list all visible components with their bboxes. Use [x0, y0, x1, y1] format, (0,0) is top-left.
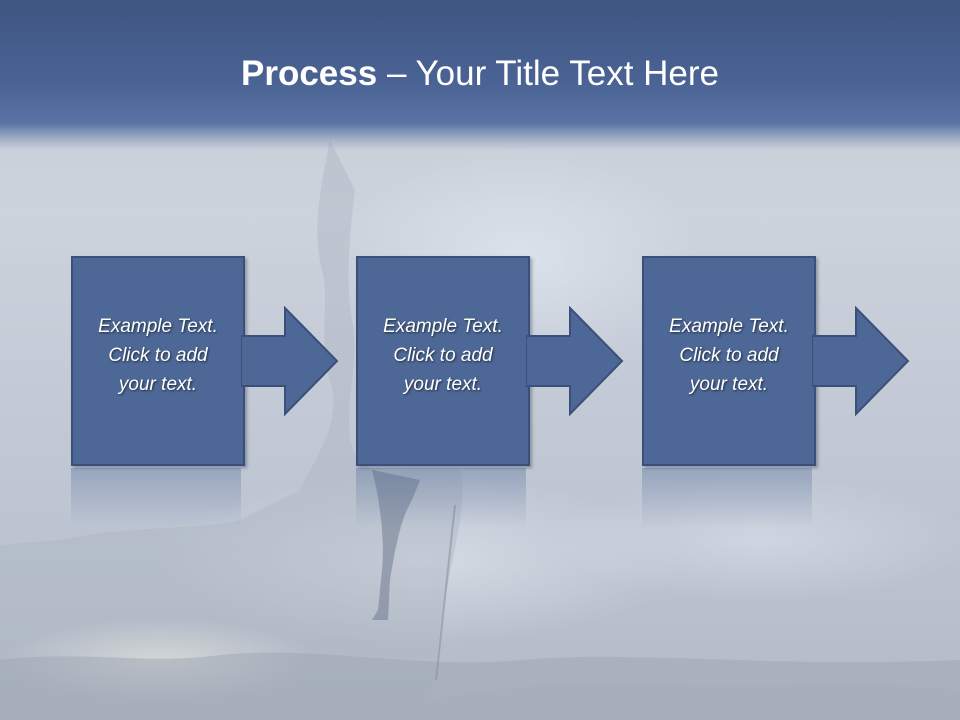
step-2-line-2: Click to add — [393, 344, 493, 366]
step-2-text: Example Text. Click to add your text. — [363, 312, 523, 399]
title-bold-part: Process — [241, 54, 378, 93]
process-step-2: Example Text. Click to add your text. — [356, 256, 626, 528]
step-3-line-3: your text. — [689, 373, 769, 395]
title-band — [0, 0, 960, 150]
step-1-line-1: Example Text. — [98, 315, 218, 337]
title-regular-part: – Your Title Text Here — [377, 54, 719, 93]
step-2-reflection — [356, 468, 526, 528]
right-arrow-icon — [812, 306, 910, 416]
step-3-line-1: Example Text. — [669, 315, 789, 337]
step-1-text: Example Text. Click to add your text. — [78, 312, 238, 399]
step-3-line-2: Click to add — [679, 344, 779, 366]
right-arrow-icon — [526, 306, 624, 416]
step-2-line-3: your text. — [403, 373, 483, 395]
step-1-line-2: Click to add — [108, 344, 208, 366]
step-2-line-1: Example Text. — [383, 315, 503, 337]
process-step-3: Example Text. Click to add your text. — [642, 256, 912, 528]
step-1-textbox[interactable]: Example Text. Click to add your text. — [71, 256, 245, 466]
step-3-textbox[interactable]: Example Text. Click to add your text. — [642, 256, 816, 466]
step-1-line-3: your text. — [118, 373, 198, 395]
step-3-reflection — [642, 468, 812, 528]
step-3-text: Example Text. Click to add your text. — [649, 312, 809, 399]
right-arrow-icon — [241, 306, 339, 416]
step-1-reflection — [71, 468, 241, 528]
step-2-textbox[interactable]: Example Text. Click to add your text. — [356, 256, 530, 466]
process-step-1: Example Text. Click to add your text. — [71, 256, 341, 528]
slide-title[interactable]: Process – Your Title Text Here — [0, 52, 960, 96]
